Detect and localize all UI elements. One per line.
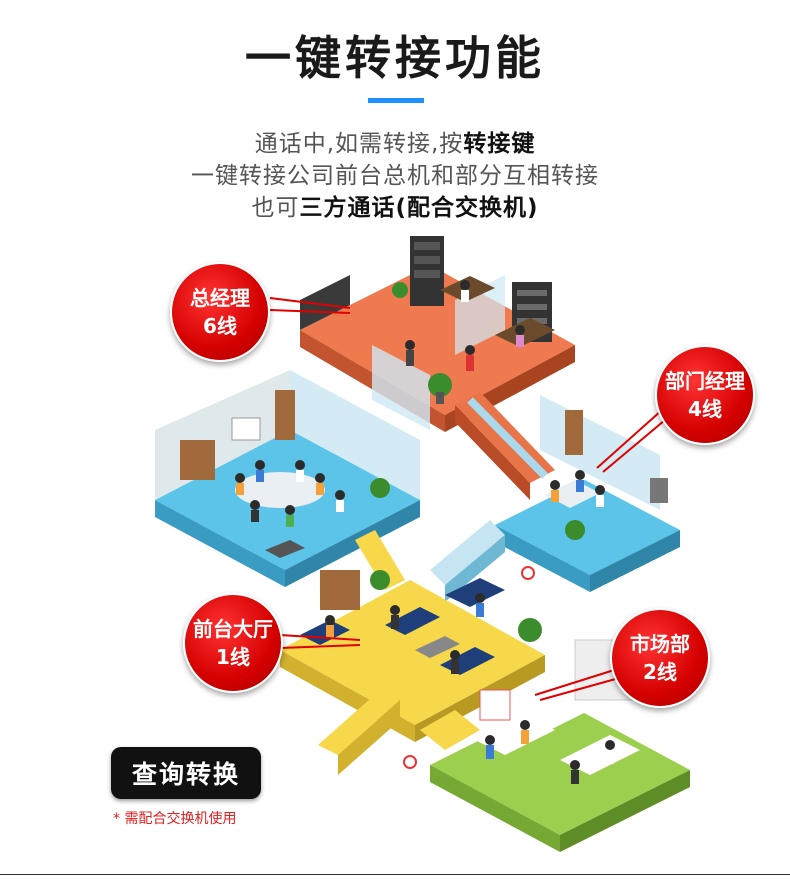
description-line-2: 一键转接公司前台总机和部分互相转接 xyxy=(191,163,599,189)
front-hall-line-number: 1线 xyxy=(216,645,250,669)
market-line-number: 2线 xyxy=(643,660,677,684)
escalator-middle xyxy=(355,520,505,602)
gm-extension-badge[interactable]: 总经理 6线 xyxy=(170,262,270,362)
escalator-lower xyxy=(318,690,480,775)
query-transfer-button[interactable]: 查询转换 xyxy=(111,747,261,799)
market-extension-badge[interactable]: 市场部 2线 xyxy=(610,608,710,708)
transfer-key-text: 转接键 xyxy=(463,131,536,157)
description-line-1: 通话中,如需转接,按转接键 xyxy=(0,124,790,158)
market-floor xyxy=(430,639,690,852)
three-way-call-text: 三方通话(配合交换机) xyxy=(299,195,539,221)
gm-line-number: 6线 xyxy=(203,314,237,338)
title-underline xyxy=(368,98,424,103)
page-title: 一键转接功能 xyxy=(245,31,545,85)
meeting-room-floor xyxy=(155,370,420,587)
description-line-3-text: 也可 xyxy=(251,195,300,221)
market-label: 市场部 xyxy=(630,632,690,656)
exchange-note: * 需配合交换机使用 xyxy=(113,811,237,827)
dept-manager-extension-badge[interactable]: 部门经理 4线 xyxy=(655,345,755,445)
gm-label: 总经理 xyxy=(190,286,250,310)
dept-manager-line-number: 4线 xyxy=(688,397,722,421)
description-line-3: 也可三方通话(配合交换机) xyxy=(0,188,790,222)
dept-manager-floor xyxy=(495,395,680,592)
dept-manager-label: 部门经理 xyxy=(665,369,745,393)
front-hall-label: 前台大厅 xyxy=(193,617,273,641)
bottom-divider xyxy=(0,874,790,875)
escalator-upper xyxy=(455,392,555,500)
front-hall-extension-badge[interactable]: 前台大厅 1线 xyxy=(183,593,283,693)
description-line-1-text: 通话中,如需转接,按 xyxy=(254,131,464,157)
